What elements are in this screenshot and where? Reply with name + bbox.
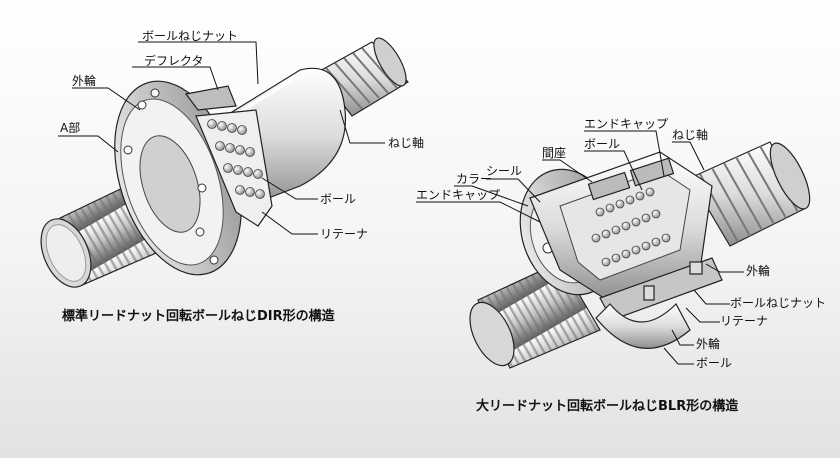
- dir-labels: ボールねじナット デフレクタ 外輪 A部 ねじ軸 ボール リテーナ: [60, 29, 424, 241]
- dir-label-outer-ring: 外輪: [72, 73, 96, 88]
- dir-label-screw-shaft: ねじ軸: [388, 136, 424, 150]
- blr-label-seal: シール: [486, 164, 522, 178]
- blr-leader-lines: [416, 130, 744, 365]
- blr-label-end-cap-left: エンドキャップ: [416, 188, 500, 202]
- dir-label-part-a: A部: [60, 120, 80, 135]
- blr-label-outer-ring-bottom: 外輪: [696, 336, 720, 351]
- dir-label-ball: ボール: [320, 192, 356, 206]
- blr-balls: [591, 187, 671, 267]
- dir-leader-lines: [58, 41, 385, 235]
- dir-balls: [207, 119, 265, 199]
- dir-label-retainer: リテーナ: [320, 227, 368, 241]
- blr-label-spacer: 間座: [542, 145, 566, 160]
- blr-label-collar: カラー: [456, 172, 492, 186]
- blr-label-screw-shaft: ねじ軸: [672, 128, 708, 142]
- dir-flange: [114, 80, 242, 276]
- dir-label-deflector: デフレクタ: [144, 53, 204, 68]
- dir-drawing: [40, 37, 409, 288]
- blr-bottom-parts: [595, 257, 723, 349]
- blr-right-shaft: [689, 141, 811, 247]
- blr-labels: エンドキャップ ねじ軸 間座 ボール シール カラー エンドキャップ 外輪 ボー…: [416, 117, 826, 370]
- blr-drawing: [469, 141, 811, 369]
- blr-caption: 大リードナット回転ボールねじBLR形の構造: [476, 398, 739, 414]
- dir-caption: 標準リードナット回転ボールねじDIR形の構造: [62, 308, 336, 324]
- blr-label-outer-ring-top: 外輪: [746, 263, 770, 278]
- blr-label-retainer: リテーナ: [720, 314, 768, 328]
- blr-label-ball-screw-nut: ボールねじナット: [730, 296, 826, 310]
- blr-label-end-cap-top: エンドキャップ: [584, 117, 668, 131]
- blr-label-ball-top: ボール: [584, 137, 620, 151]
- blr-label-ball-bottom: ボール: [696, 356, 732, 370]
- dir-label-ball-screw-nut: ボールねじナット: [142, 29, 238, 43]
